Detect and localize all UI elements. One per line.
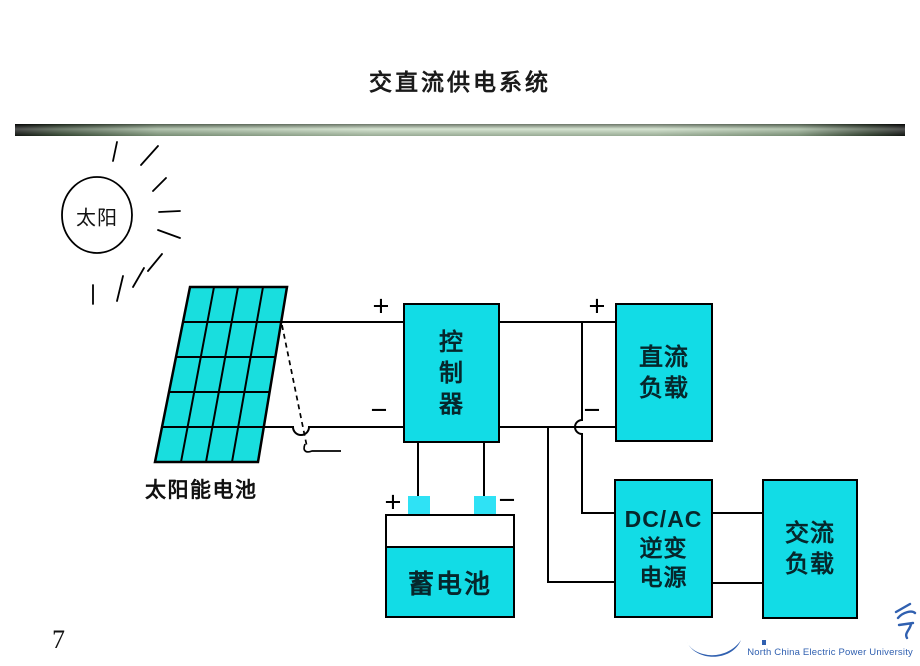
dc-ac-inverter-box: DC/AC 逆变 电源 <box>614 479 713 618</box>
panel-support-foot <box>303 443 341 453</box>
logo-dot <box>762 640 766 645</box>
sun-label: 太阳 <box>76 207 118 230</box>
logo-calligraphy-icon <box>894 602 917 640</box>
minus-sign-dc-load: − <box>583 394 601 427</box>
plus-sign-battery: + <box>384 486 402 519</box>
wire-controller-to-battery <box>417 443 485 497</box>
university-name: North China Electric Power University <box>747 647 913 658</box>
plus-sign-dc-load: + <box>588 290 606 323</box>
slide-title: 交直流供电系统 <box>369 69 551 95</box>
battery-terminal-positive <box>408 496 430 514</box>
plus-sign-controller: + <box>372 290 390 323</box>
wires <box>264 321 762 584</box>
battery-label: 蓄电池 <box>387 546 513 616</box>
solar-panel-grid <box>162 286 281 463</box>
solar-panel-label: 太阳能电池 <box>145 479 258 502</box>
ac-load-box: 交流 负载 <box>762 479 858 619</box>
wire-negative-bus <box>264 426 615 436</box>
minus-sign-controller: − <box>370 394 388 427</box>
sun-circle <box>61 176 133 254</box>
page-number: 7 <box>52 625 65 654</box>
panel-support-leg <box>281 324 308 448</box>
sun-rays <box>92 141 181 305</box>
divider-bar <box>15 124 905 136</box>
wire-inverter-negative-feed <box>547 427 614 583</box>
dc-load-box: 直流 负载 <box>615 303 713 442</box>
minus-sign-battery: − <box>498 484 516 517</box>
battery-terminal-negative <box>474 496 496 514</box>
wire-inverter-to-ac-load <box>713 512 762 584</box>
controller-box: 控 制 器 <box>403 303 500 443</box>
wire-inverter-positive-feed <box>574 322 614 514</box>
battery-box: 蓄电池 <box>385 514 515 618</box>
university-logo-arc <box>687 640 741 657</box>
